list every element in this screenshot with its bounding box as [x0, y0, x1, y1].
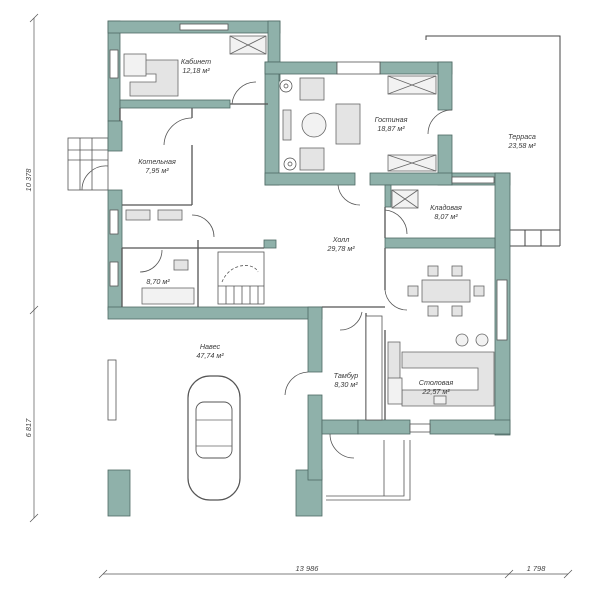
dimension-bottom-main: 13 986: [296, 564, 320, 573]
furniture: [123, 35, 495, 501]
windows: [107, 23, 508, 433]
plants: [279, 79, 297, 171]
dimension-left-bottom: 6 817: [24, 418, 33, 438]
room-area: 22,57 м²: [421, 387, 450, 396]
room-area: 8,30 м²: [334, 380, 358, 389]
doors: [81, 81, 453, 459]
room-name: Тамбур: [334, 371, 359, 380]
room-name: Котельная: [138, 157, 176, 166]
room-name: Столовая: [419, 378, 454, 387]
room-name: Навес: [200, 342, 221, 351]
room-name: Кладовая: [430, 203, 462, 212]
room-name: Холл: [332, 235, 350, 244]
room-area: 7,95 м²: [145, 166, 169, 175]
room-area: 23,58 м²: [507, 141, 536, 150]
room-area: 8,70 м²: [146, 277, 170, 286]
room-name: Кабинет: [181, 57, 211, 66]
room-area: 12,18 м²: [182, 66, 210, 75]
dimension-left-top: 10 378: [24, 168, 33, 192]
terrace-outline: [425, 35, 561, 247]
room-area: 8,07 м²: [434, 212, 458, 221]
dimension-bottom-right: 1 798: [527, 564, 547, 573]
room-area: 47,74 м²: [196, 351, 224, 360]
side-entrance-steps: [67, 137, 109, 191]
room-name: Гостиная: [375, 115, 408, 124]
staircase: [217, 251, 265, 305]
room-name: Терраса: [508, 132, 536, 141]
room-labels: Кабинет 12,18 м² Гостиная 18,87 м² Терра…: [138, 57, 536, 396]
dimension-lines: [29, 13, 573, 579]
entrance-porch: [326, 440, 411, 501]
walls: [107, 20, 511, 517]
tambour-partition: [365, 315, 383, 421]
room-area: 29,78 м²: [326, 244, 355, 253]
room-area: 18,87 м²: [377, 124, 405, 133]
